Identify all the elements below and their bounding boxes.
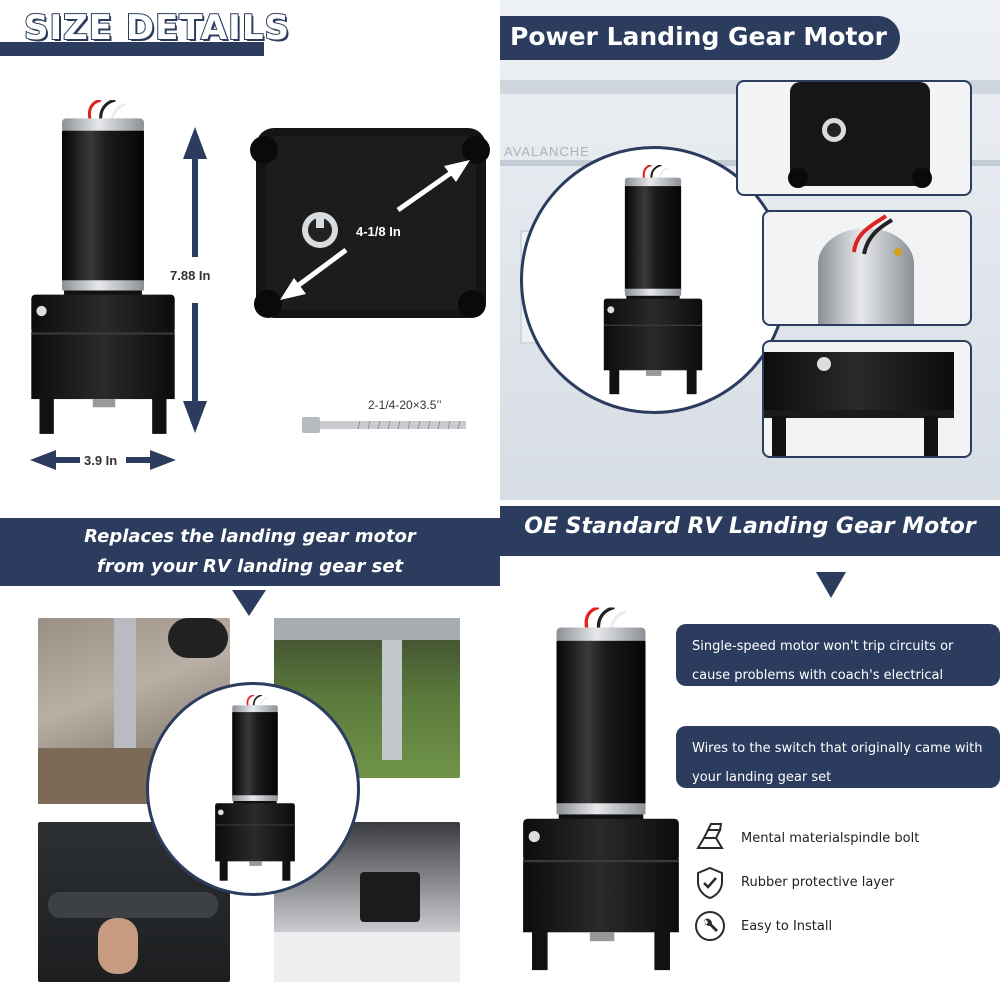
motor-side-view (18, 100, 188, 438)
width-arrow (30, 450, 176, 470)
motor-image (593, 165, 713, 397)
replaces-heading-line1: Replaces the landing gear motor (84, 526, 416, 547)
power-panel: AVALANCHE Power Landing Gear Motor (500, 0, 1000, 500)
replaces-motor-image (207, 695, 303, 883)
shield-check-icon (697, 866, 723, 900)
bolt-label: 2-1/4-20×3.5’’ (368, 398, 442, 412)
wrench-icon (695, 911, 725, 941)
detail-card-motor-top (762, 210, 972, 326)
oe-heading-bar (500, 506, 1000, 556)
replaces-heading-bar (0, 518, 500, 586)
oe-panel: OE Standard RV Landing Gear Motor Single… (500, 500, 1000, 1000)
height-arrow (183, 127, 207, 433)
feature-label-rubber: Rubber protective layer (741, 875, 895, 890)
rv-sign-text: AVALANCHE (504, 144, 590, 159)
replaces-motor-circle (146, 682, 360, 896)
replaces-heading-line2: from your RV landing gear set (96, 556, 404, 577)
oe-heading: OE Standard RV Landing Gear Motor (524, 514, 976, 539)
callout-wires-switch: Wires to the switch that originally came… (676, 726, 1000, 788)
photo-mounted-motor (274, 822, 460, 982)
callout-single-speed: Single-speed motor won't trip circuits o… (676, 624, 1000, 712)
gearbox-bottom-view (250, 128, 490, 318)
bolt-image (302, 417, 466, 433)
detail-card-gearbox-side (762, 340, 972, 458)
diagonal-label: 4-1/8 In (356, 224, 401, 239)
power-heading: Power Landing Gear Motor (510, 22, 887, 51)
down-triangle (232, 590, 266, 616)
feature-label-metal: Mental materialspindle bolt (741, 831, 920, 846)
height-label: 7.88 In (170, 268, 211, 283)
size-details-panel: SIZE DETAILS 7.88 In 3.9 In 4-1/8 In 2 (0, 0, 500, 500)
detail-card-gearbox-bottom (736, 80, 972, 196)
power-heading-bar (500, 16, 900, 60)
metal-ingots-icon (696, 823, 724, 849)
oe-motor-image (512, 606, 690, 976)
replaces-panel: Replaces the landing gear motor from you… (0, 500, 500, 1000)
size-heading-bar (0, 42, 264, 56)
feature-label-install: Easy to Install (741, 919, 833, 934)
size-details-heading: SIZE DETAILS (23, 7, 290, 49)
width-label: 3.9 In (84, 453, 118, 468)
oe-down-triangle (816, 572, 846, 598)
